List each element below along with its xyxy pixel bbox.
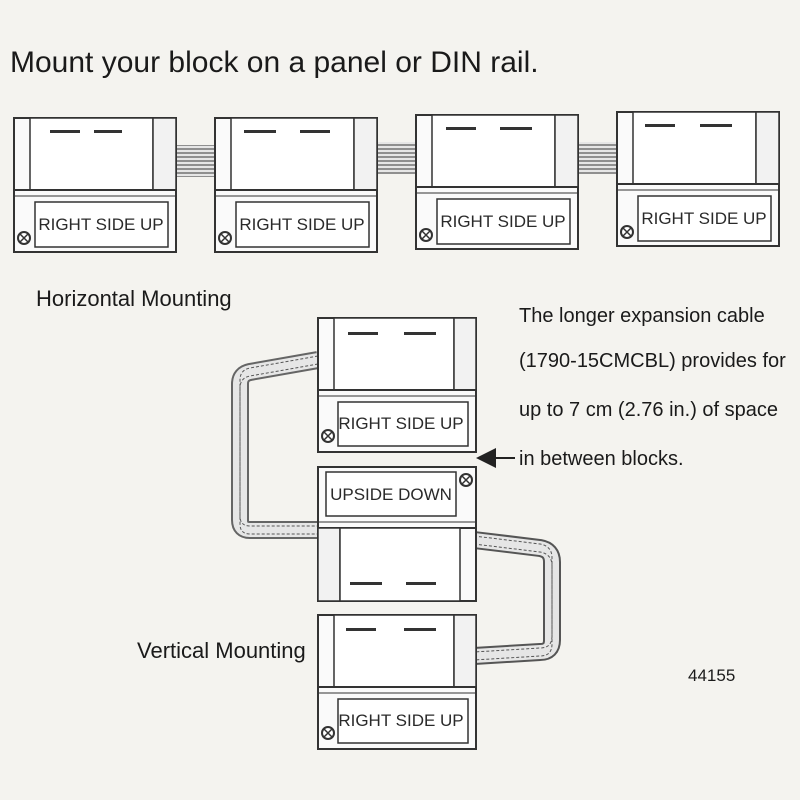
io-block: RIGHT SIDE UP xyxy=(214,117,378,253)
callout-line: in between blocks. xyxy=(519,448,684,470)
expansion-cable xyxy=(373,142,419,174)
block-label: RIGHT SIDE UP xyxy=(239,215,364,234)
callout-line: (1790-15CMCBL) provides for xyxy=(519,350,786,372)
callout-line: up to 7 cm (2.76 in.) of space xyxy=(519,399,778,421)
io-block: RIGHT SIDE UP xyxy=(317,317,477,453)
vertical-mounting-label: Vertical Mounting xyxy=(137,638,306,663)
horizontal-mounting-label: Horizontal Mounting xyxy=(36,286,232,311)
figure-number: 44155 xyxy=(688,666,735,685)
expansion-cable-right xyxy=(472,531,561,665)
block-label: RIGHT SIDE UP xyxy=(641,209,766,228)
callout-line: The longer expansion cable xyxy=(519,305,765,327)
page-title: Mount your block on a panel or DIN rail. xyxy=(10,46,539,79)
block-label: RIGHT SIDE UP xyxy=(38,215,163,234)
block-label: UPSIDE DOWN xyxy=(330,485,452,504)
expansion-cable xyxy=(172,145,218,177)
block-label: RIGHT SIDE UP xyxy=(338,711,463,730)
block-label: RIGHT SIDE UP xyxy=(440,212,565,231)
expansion-cable xyxy=(574,142,620,174)
cable-callout: The longer expansion cable (1790-15CMCBL… xyxy=(519,305,786,470)
block-label: RIGHT SIDE UP xyxy=(338,414,463,433)
io-block-upside-down: UPSIDE DOWN xyxy=(317,466,477,602)
expansion-cable-left xyxy=(231,351,320,539)
io-block: RIGHT SIDE UP xyxy=(415,114,579,250)
io-block: RIGHT SIDE UP xyxy=(616,111,780,247)
io-block: RIGHT SIDE UP xyxy=(13,117,177,253)
io-block: RIGHT SIDE UP xyxy=(317,614,477,750)
